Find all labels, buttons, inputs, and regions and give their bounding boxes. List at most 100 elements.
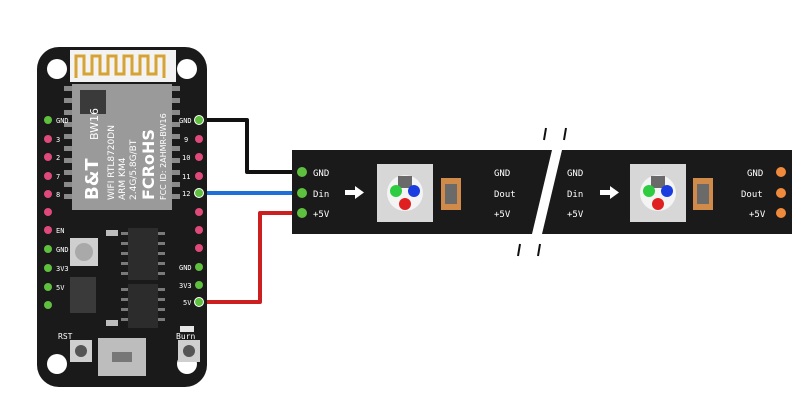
strip-input-gnd: GND	[313, 169, 329, 179]
strip-input-din: Din	[313, 190, 329, 200]
mount-hole	[47, 59, 67, 79]
capacitor-1	[441, 178, 461, 210]
pin-label-left: 5V	[56, 284, 65, 292]
pin-left-extra	[44, 301, 52, 309]
pin-label-left: GND	[56, 246, 69, 254]
usb-port	[112, 352, 132, 362]
pin-left-en	[44, 226, 52, 234]
burn-button-cap	[183, 345, 195, 357]
pin-left-nc	[44, 208, 52, 216]
module-pads	[64, 86, 180, 199]
strip-end-pad-dout	[776, 188, 786, 198]
led-blue-die	[661, 185, 673, 197]
rst-label: RST	[58, 332, 73, 341]
strip2-input-5v: +5V	[567, 210, 584, 220]
led-blue-die	[408, 185, 420, 197]
left-header: GND 3 2 7 8 EN GND 3V3 5V	[44, 116, 69, 309]
button-en-cap	[75, 243, 93, 261]
strip-end-pad-gnd	[776, 167, 786, 177]
led-green-die	[390, 185, 402, 197]
wire-gnd	[205, 118, 306, 174]
pin-left-3	[44, 135, 52, 143]
smd-led	[106, 230, 118, 236]
pin-right-9	[195, 135, 203, 143]
module-line-2: ARM KM4	[118, 157, 128, 200]
wires	[205, 118, 306, 304]
pin-right-nc	[195, 208, 203, 216]
pin-label-left: 2	[56, 154, 60, 162]
pin-label-right: 9	[184, 136, 188, 144]
pin-label-right: 10	[182, 154, 190, 162]
mount-hole	[177, 59, 197, 79]
led-red-die	[652, 198, 664, 210]
module-notch	[80, 90, 106, 114]
smd-led	[106, 320, 118, 326]
pin-label-left: 3V3	[56, 265, 69, 273]
strip-end-gnd: GND	[747, 169, 763, 179]
pin-right-3v3	[195, 281, 203, 289]
regulator	[70, 277, 96, 313]
pin-right-gnd	[194, 115, 204, 125]
strip-input-5v: +5V	[313, 210, 330, 220]
pin-left-5v	[44, 283, 52, 291]
reset-button-cap	[75, 345, 87, 357]
pin-left-7	[44, 172, 52, 180]
strip-end-dout: Dout	[741, 190, 763, 200]
pin-right-12	[194, 188, 204, 198]
driver-chip	[128, 284, 158, 328]
strip-break-marks	[517, 127, 567, 257]
pin-label-left: 7	[56, 173, 60, 181]
strip-pad-gnd	[297, 167, 307, 177]
pin-label-right: 12	[182, 190, 190, 198]
pin-label-left: GND	[56, 117, 69, 125]
data-direction-arrow-icon	[600, 186, 619, 199]
mount-hole	[47, 354, 67, 374]
right-header: GND 9 10 11 12 GND 3V3 5V	[179, 115, 204, 307]
pin-label-left: 8	[56, 191, 60, 199]
strip-output-5v: +5V	[494, 210, 511, 220]
pin-right-5v	[194, 297, 204, 307]
module-model: BW16	[88, 108, 101, 140]
pin-right-nc2	[195, 226, 203, 234]
strip-output-dout: Dout	[494, 190, 516, 200]
data-direction-arrow-icon	[345, 186, 364, 199]
strip2-input-gnd: GND	[567, 169, 583, 179]
pin-left-2	[44, 153, 52, 161]
pin-right-gnd2	[195, 263, 203, 271]
module-cert: FCRoHS	[139, 129, 158, 200]
pin-label-right: GND	[179, 117, 192, 125]
strip-pad-din	[297, 188, 307, 198]
antenna-trace	[74, 54, 166, 78]
pin-left-gnd2	[44, 245, 52, 253]
pin-left-3v3	[44, 264, 52, 272]
pin-label-left: EN	[56, 227, 64, 235]
strip-pad-5v	[297, 208, 307, 218]
module-fcc-id: FCC ID: 2AHMR-BW16	[159, 113, 168, 200]
usb-serial-chip	[128, 228, 158, 280]
wire-5v	[205, 211, 306, 304]
burn-label: Burn	[176, 332, 195, 341]
strip-end-pad-5v	[776, 208, 786, 218]
strip-end-5v: +5V	[749, 210, 766, 220]
module-line-3: 2.4G/5.8G/BT	[129, 139, 139, 200]
mcu-board: B&T BW16 WIFI RTL8720DN ARM KM4 2.4G/5.8…	[37, 47, 207, 387]
module-brand: B&T	[82, 158, 103, 200]
capacitor-2	[693, 178, 713, 210]
pin-left-gnd	[44, 116, 52, 124]
module-line-1: WIFI RTL8720DN	[107, 125, 117, 200]
pin-right-10	[195, 153, 203, 161]
pin-right-extra	[195, 244, 203, 252]
rgb-led-1	[377, 164, 433, 222]
burn-led	[180, 326, 194, 332]
pin-left-8	[44, 190, 52, 198]
pin-label-right: 3V3	[179, 282, 192, 290]
pin-label-right: 5V	[183, 299, 192, 307]
chip-legs	[121, 232, 165, 321]
rgb-led-2	[630, 164, 686, 222]
pin-label-right: 11	[182, 173, 190, 181]
led-strip: GND Din +5V GND Dout +5V GND Din +5V	[292, 127, 792, 257]
led-green-die	[643, 185, 655, 197]
strip-output-gnd: GND	[494, 169, 510, 179]
